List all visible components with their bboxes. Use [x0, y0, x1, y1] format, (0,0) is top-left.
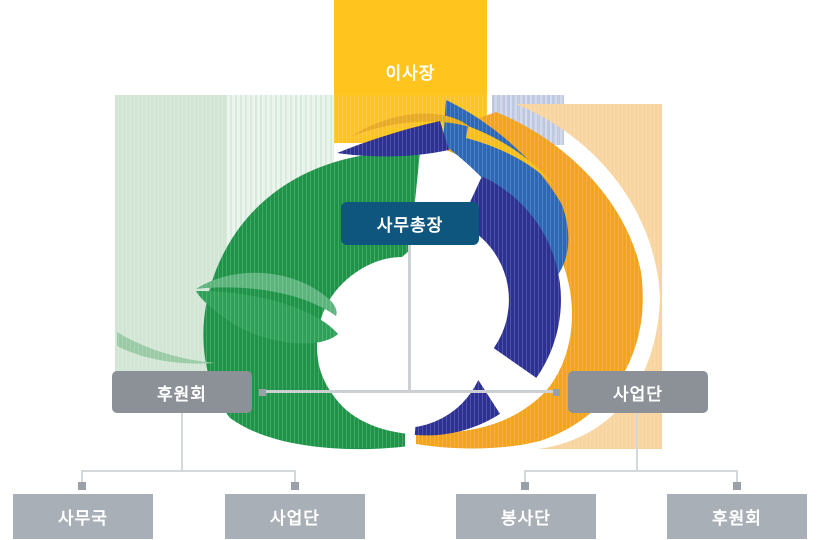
node-secretariat: 사무국: [13, 494, 153, 539]
logo-center-slit: [405, 420, 414, 448]
connector-left-vertical: [181, 413, 183, 471]
node-right-group: 사업단: [568, 371, 708, 413]
connector-right-stub-2: [736, 470, 738, 482]
node-right-group-label: 사업단: [613, 384, 663, 404]
logo-leaf-lower: [196, 290, 338, 344]
node-business-team: 사업단: [225, 494, 365, 539]
node-volunteer-team: 봉사단: [456, 494, 596, 539]
logo-dark-yellow-swoosh: [352, 113, 470, 136]
node-secretary-general-label: 사무총장: [376, 216, 444, 235]
connector-square-left-mid: [259, 389, 266, 396]
connector-square-b2: [521, 482, 529, 490]
node-supporters-team: 후원회: [667, 494, 807, 539]
connector-square-right-mid: [553, 389, 560, 396]
connector-right-stub-1: [524, 470, 526, 482]
connector-right-horizontal: [524, 470, 738, 472]
node-secretary-general: 사무총장: [341, 202, 479, 245]
connector-square-b1: [291, 482, 299, 490]
logo-light-green-sliver: [117, 332, 215, 364]
logo-white-center: [320, 262, 486, 428]
connector-mid-horizontal: [262, 390, 556, 393]
logo-orange-swirl: [416, 112, 643, 449]
node-volunteer-team-label: 봉사단: [501, 509, 551, 528]
node-secretariat-label: 사무국: [58, 509, 108, 528]
node-supporters-team-label: 후원회: [712, 509, 762, 528]
node-left-group-label: 후원회: [157, 384, 207, 404]
connector-square-b3: [733, 482, 741, 490]
logo-navy-wedge: [337, 121, 449, 157]
connector-left-horizontal: [81, 470, 296, 472]
node-chairman-label: 이사장: [385, 64, 436, 83]
node-left-group: 후원회: [112, 371, 252, 413]
connector-center-vertical: [408, 245, 411, 393]
node-business-team-label: 사업단: [270, 509, 320, 528]
logo-yellow-arc: [466, 126, 556, 188]
connector-right-vertical: [636, 413, 638, 471]
logo-light-orange-smear: [516, 104, 662, 449]
logo-navy-arc-top: [459, 176, 561, 378]
connector-left-stub-1: [81, 470, 83, 482]
logo-leaf-upper: [196, 272, 337, 316]
connector-square-b0: [78, 482, 86, 490]
connector-left-stub-2: [294, 470, 296, 482]
